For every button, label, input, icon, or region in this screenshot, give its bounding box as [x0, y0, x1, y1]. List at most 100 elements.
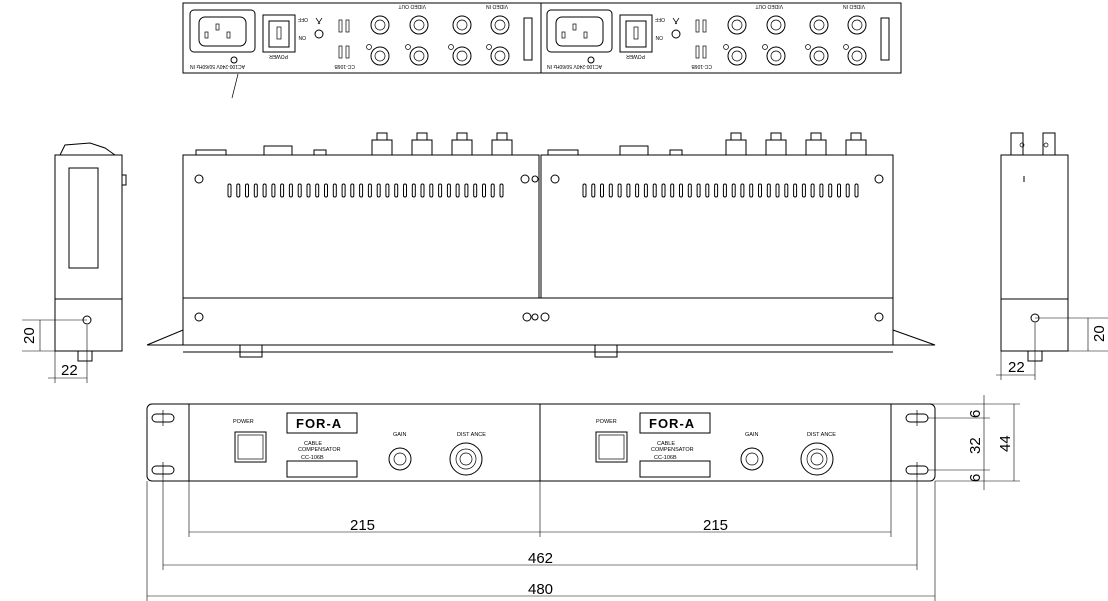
dim-front-top-offset: 6	[967, 410, 984, 418]
rear-left-video-in: VIDEO IN	[486, 3, 508, 9]
vent-slot	[359, 183, 364, 198]
vent-slot	[801, 183, 806, 198]
top-connectors-left	[371, 132, 513, 156]
rear-leader-line	[231, 73, 239, 99]
front-right-distance-label: DIST ANCE	[807, 432, 836, 438]
front-left-gain-label: GAIN	[393, 432, 406, 438]
vent-slot	[429, 183, 434, 198]
vent-slot	[288, 183, 293, 198]
vent-slot	[854, 183, 859, 198]
rear-panel-view: ON OFF POWER AC100-240V 50/60Hz IN CC-10…	[182, 2, 902, 99]
vent-slot	[367, 183, 372, 198]
dim-side-left-depth: 22	[61, 362, 78, 379]
vent-slot	[332, 183, 337, 198]
vent-slot	[591, 183, 596, 198]
vent-slot	[499, 183, 504, 198]
vent-slot	[403, 183, 407, 198]
dim-total-width: 480	[528, 581, 553, 598]
vent-slot	[253, 183, 258, 198]
vent-slot	[766, 183, 771, 198]
rear-unit-right: ON OFF POWER AC100-240V 50/60Hz IN CC-10…	[546, 3, 890, 69]
vent-slot	[819, 183, 824, 198]
rear-left-model: CC-106B	[334, 63, 355, 69]
vent-slot	[784, 183, 789, 198]
front-unit-right: POWER FOR-A CABLE COMPENSATOR CC-106B GA…	[595, 412, 836, 478]
rear-left-on: ON	[298, 34, 306, 40]
vent-slot	[845, 183, 850, 198]
vent-slot	[280, 183, 285, 198]
vent-slot	[810, 183, 815, 198]
rear-left-video-out: VIDEO OUT	[398, 3, 426, 9]
vent-slot	[749, 183, 754, 198]
vent-slot	[297, 183, 302, 198]
vent-slots-right	[582, 183, 859, 198]
front-left-model: CC-106B	[301, 455, 324, 461]
front-left-product-line1: CABLE	[304, 441, 322, 447]
vent-slot	[705, 183, 710, 198]
front-left-logo-window	[286, 412, 358, 434]
front-unit-left: POWER FOR-A CABLE COMPENSATOR CC-106B GA…	[233, 412, 486, 478]
vent-slot	[245, 183, 249, 198]
front-left-power-switch[interactable]	[234, 431, 267, 463]
vent-slot	[411, 183, 416, 198]
front-left-logo: FOR-A	[296, 416, 342, 431]
front-view: POWER FOR-A CABLE COMPENSATOR CC-106B GA…	[146, 403, 936, 482]
dim-front-total-height: 44	[997, 435, 1014, 452]
vent-slot	[236, 183, 241, 198]
front-right-power-label: POWER	[596, 419, 617, 425]
dim-mount-width: 462	[528, 550, 553, 567]
vent-slots-left	[227, 183, 504, 198]
vent-slot	[306, 183, 311, 198]
vent-slot	[775, 183, 780, 198]
vent-slot	[341, 183, 346, 198]
dim-side-right-height: 20	[1091, 325, 1108, 342]
rear-right-model: CC-106B	[691, 63, 712, 69]
rear-left-bnc-row	[366, 15, 510, 66]
top-view	[146, 132, 936, 358]
vent-slot	[696, 183, 701, 198]
vent-slot	[758, 183, 762, 198]
vent-slot	[643, 183, 648, 198]
dim-unit-width-right: 215	[703, 517, 728, 534]
vent-slot	[446, 183, 451, 198]
front-right-logo-window	[639, 412, 711, 434]
dim-side-left-height: 20	[21, 327, 38, 344]
front-left-gain-knob[interactable]	[388, 447, 412, 471]
vent-slot	[635, 183, 640, 198]
dim-front-bottom-offset: 6	[967, 474, 984, 482]
vent-slot	[714, 183, 719, 198]
front-left-distance-dial[interactable]	[449, 442, 483, 476]
dim-unit-width-left: 215	[350, 517, 375, 534]
vent-slot	[262, 183, 267, 198]
front-right-model: CC-106B	[654, 455, 677, 461]
rear-right-on: ON	[655, 34, 663, 40]
vent-slot	[687, 183, 692, 198]
front-right-product-line2: COMPENSATOR	[651, 447, 694, 453]
front-right-gain-knob[interactable]	[740, 447, 764, 471]
front-right-power-switch[interactable]	[595, 431, 628, 463]
rear-left-off: OFF	[298, 16, 308, 22]
rear-right-video-out: VIDEO OUT	[755, 3, 783, 9]
rear-right-ac: AC100-240V 50/60Hz IN	[547, 63, 602, 69]
side-view-left	[54, 142, 127, 362]
vent-slot	[315, 183, 320, 198]
vent-slot	[670, 183, 675, 198]
vent-slot	[652, 183, 657, 198]
vent-slot	[482, 183, 486, 198]
dim-side-right-depth: 22	[1008, 359, 1025, 376]
vent-slot	[828, 183, 833, 198]
front-right-logo: FOR-A	[649, 416, 695, 431]
front-right-gain-label: GAIN	[745, 432, 758, 438]
vent-slot	[617, 183, 622, 198]
vent-slot	[626, 183, 631, 198]
front-left-power-label: POWER	[233, 419, 254, 425]
rear-unit-left: ON OFF POWER AC100-240V 50/60Hz IN CC-10…	[189, 3, 533, 69]
vent-slot	[324, 183, 328, 198]
rear-left-ac: AC100-240V 50/60Hz IN	[190, 63, 245, 69]
vent-slot	[582, 183, 587, 198]
vent-slot	[350, 183, 355, 198]
front-right-distance-dial[interactable]	[800, 442, 834, 476]
front-left-distance-label: DIST ANCE	[457, 432, 486, 438]
vent-slot	[740, 183, 745, 198]
